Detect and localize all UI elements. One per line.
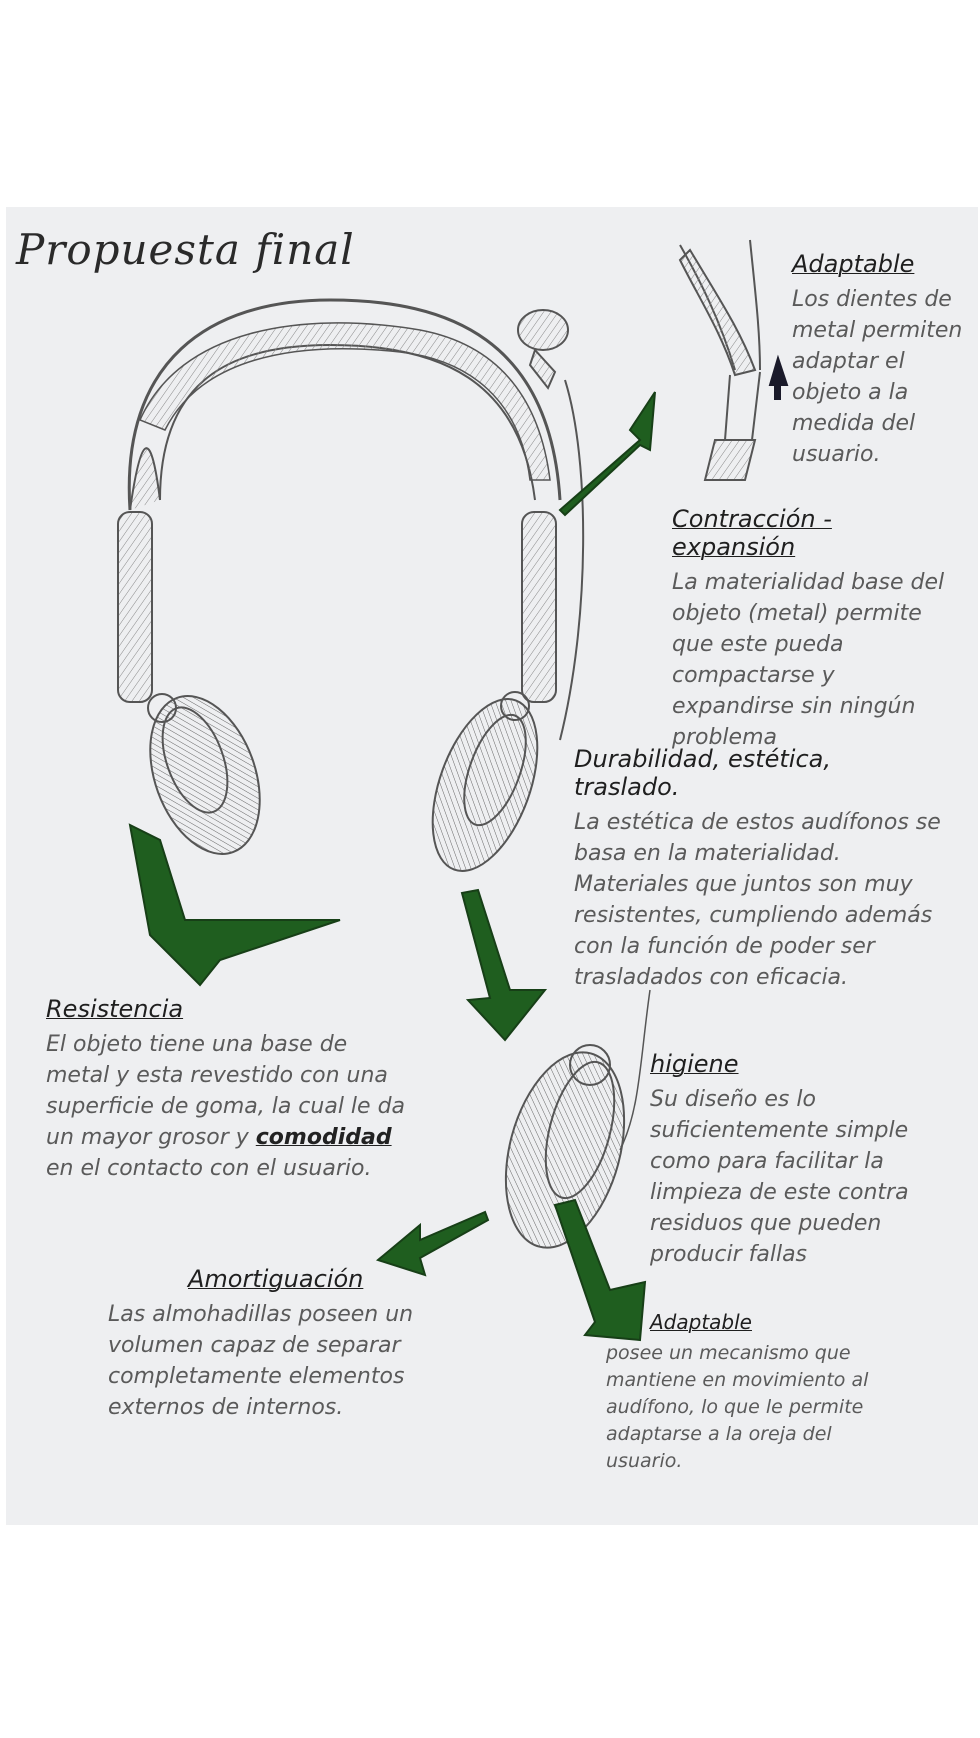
note-heading: Adaptable: [792, 250, 915, 278]
note-emphasis: comodidad: [255, 1125, 392, 1150]
note-text: La materialidad base del objeto (metal) …: [672, 570, 945, 750]
note-text-part: El objeto tiene una base de metal y esta…: [46, 1032, 406, 1150]
headphones-sketch-icon: [117, 298, 585, 872]
note-text: La estética de estos audífonos se basa e…: [574, 810, 941, 990]
note-adaptable-bottom: Adaptable posee un mecanismo que mantien…: [606, 1310, 906, 1475]
note-contraccion-expansion: Contracción - expansión La materialidad …: [672, 505, 952, 753]
note-durabilidad: Durabilidad, estética, traslado. La esté…: [574, 745, 944, 993]
note-heading: higiene: [650, 1050, 739, 1078]
note-text-part: en el contacto con el usuario.: [46, 1156, 372, 1181]
page-title: Propuesta final: [16, 225, 355, 274]
note-amortiguacion: Amortiguación Las almohadillas poseen un…: [108, 1265, 478, 1423]
ear-cup-sketch-icon: [504, 989, 651, 1249]
headband-detail-sketch-icon: [678, 239, 789, 481]
note-heading: Amortiguación: [188, 1265, 364, 1293]
note-heading: Contracción - expansión: [672, 505, 832, 561]
note-higiene: higiene Su diseño es lo suficientemente …: [650, 1050, 910, 1270]
note-adaptable-top: Adaptable Los dientes de metal permiten …: [792, 250, 972, 470]
note-text: El objeto tiene una base de metal y esta…: [46, 1029, 416, 1184]
note-text: Las almohadillas poseen un volumen capaz…: [108, 1302, 414, 1420]
note-text: posee un mecanismo que mantiene en movim…: [606, 1342, 869, 1472]
note-heading: Adaptable: [650, 1310, 752, 1334]
note-text: Su diseño es lo suficientemente simple c…: [650, 1087, 909, 1267]
green-arrow-icon: [128, 391, 656, 1342]
note-heading: Resistencia: [46, 995, 184, 1023]
note-resistencia: Resistencia El objeto tiene una base de …: [46, 995, 416, 1184]
note-heading: Durabilidad, estética, traslado.: [574, 745, 831, 801]
note-text: Los dientes de metal permiten adaptar el…: [792, 287, 963, 467]
